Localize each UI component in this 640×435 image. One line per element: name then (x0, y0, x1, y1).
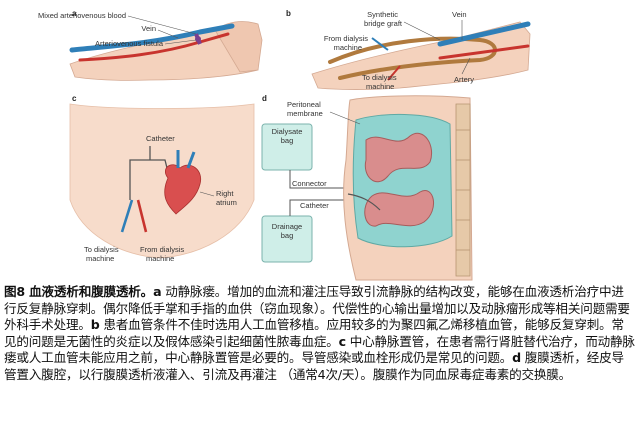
figure-caption: 图8 血液透析和腹膜透析。a 动静脉瘘。增加的血流和灌注压导致引流静脉的结构改变… (4, 284, 636, 434)
label-catheter-d: Catheter (300, 201, 329, 210)
caption-letter-d: d (512, 350, 521, 365)
leader-graft (404, 22, 440, 40)
label-from-c-2: machine (146, 254, 174, 263)
fistula-marker (195, 36, 201, 42)
label-right-2: atrium (216, 198, 237, 207)
label-connector: Connector (292, 179, 327, 188)
panel-c: c Catheter Right atrium To dialysis mach… (70, 94, 254, 263)
panel-d: d Dialysate bag Drainage bag Connector C… (262, 94, 472, 280)
label-to-c-1: To dialysis (84, 245, 119, 254)
caption-letter-b: b (91, 317, 100, 332)
panel-b-letter: b (286, 9, 291, 18)
label-to-b-2: machine (366, 82, 394, 91)
panel-b: b Synthetic bridge graft Vein From dialy… (286, 9, 530, 91)
label-from-b-1: From dialysis (324, 34, 368, 43)
label-vein-a: Vein (141, 24, 156, 33)
label-from-c-1: From dialysis (140, 245, 184, 254)
figure-illustration: a Mixed arteriovenous blood Vein Arterio… (0, 0, 640, 282)
label-synthetic-2: bridge graft (364, 19, 403, 28)
label-synthetic-1: Synthetic (367, 10, 398, 19)
label-mixed-blood: Mixed arteriovenous blood (38, 11, 126, 20)
label-artery-b: Artery (454, 75, 474, 84)
label-drainage-2: bag (281, 231, 294, 240)
label-to-c-2: machine (86, 254, 114, 263)
label-from-b-2: machine (334, 43, 362, 52)
panel-d-letter: d (262, 94, 267, 103)
label-dialysate-2: bag (281, 136, 294, 145)
torso-outline (70, 104, 254, 258)
label-catheter-c: Catheter (146, 134, 175, 143)
label-right-1: Right (216, 189, 234, 198)
label-peritoneal-1: Peritoneal (287, 100, 321, 109)
label-vein-b: Vein (452, 10, 467, 19)
label-fistula: Arteriovenous fistula (95, 39, 164, 48)
label-drainage-1: Drainage (272, 222, 302, 231)
peritoneal-cavity-fluid (353, 114, 452, 246)
panel-c-letter: c (72, 94, 77, 103)
caption-title: 图8 血液透析和腹膜透析。 (4, 284, 153, 299)
label-peritoneal-2: membrane (287, 109, 323, 118)
label-to-b-1: To dialysis (362, 73, 397, 82)
caption-letter-c: c (339, 334, 346, 349)
panel-a: a Mixed arteriovenous blood Vein Arterio… (38, 9, 262, 80)
label-dialysate-1: Dialysate (272, 127, 303, 136)
